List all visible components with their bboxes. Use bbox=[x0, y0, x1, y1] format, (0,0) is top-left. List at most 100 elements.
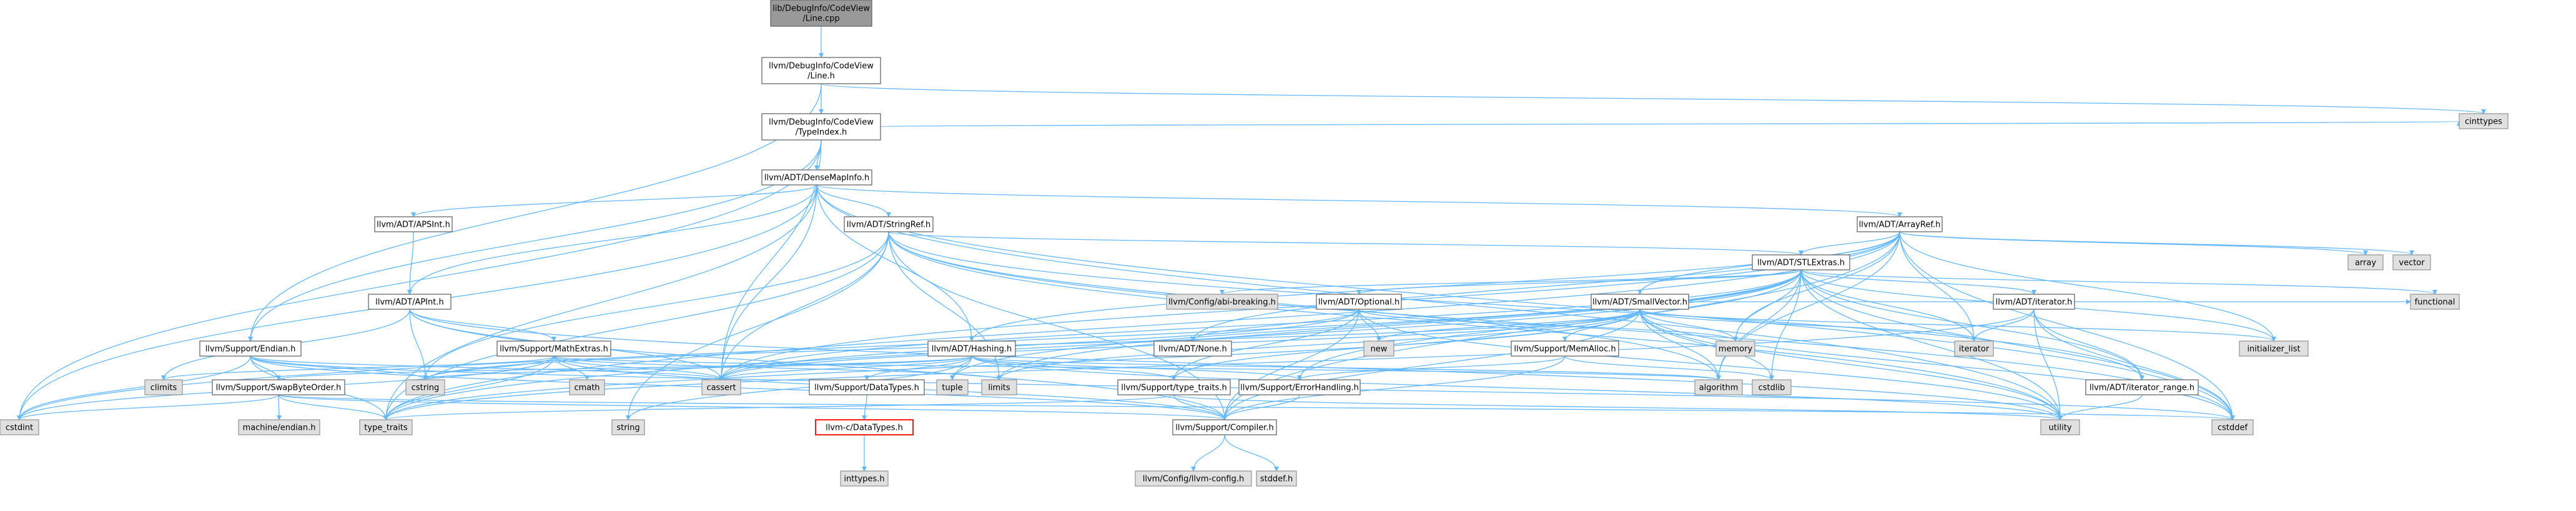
node-label-string: string bbox=[616, 424, 639, 433]
edge-stlextras-to-functional bbox=[1800, 269, 2437, 295]
edge-optional-to-utility bbox=[1358, 309, 2063, 420]
node-label-abibreaking: llvm/Config/abi-breaking.h bbox=[1168, 298, 1276, 307]
node-swapbyteorder[interactable]: llvm/Support/SwapByteOrder.h bbox=[212, 379, 345, 395]
node-line[interactable]: llvm/DebugInfo/CodeView/Line.h bbox=[761, 57, 881, 84]
edge-iteratorh-to-iteratorsys bbox=[1971, 309, 2035, 342]
edge-mathextras-to-cmath bbox=[553, 355, 590, 380]
node-box-abibreaking bbox=[1166, 294, 1278, 310]
node-box-arrayref bbox=[1857, 216, 1943, 232]
node-label-stddef: stddef.h bbox=[1260, 475, 1293, 484]
edge-endian-to-cstring bbox=[250, 355, 428, 380]
node-label-typeindex: llvm/DebugInfo/CodeView bbox=[769, 118, 874, 127]
node-densemapinfo[interactable]: llvm/ADT/DenseMapInfo.h bbox=[761, 169, 872, 186]
node-label-cstdint: cstdint bbox=[6, 424, 33, 433]
node-box-algorithm bbox=[1694, 379, 1743, 395]
node-errorhandling[interactable]: llvm/Support/ErrorHandling.h bbox=[1238, 379, 1361, 395]
node-smallvector[interactable]: llvm/ADT/SmallVector.h bbox=[1591, 294, 1689, 310]
node-apint[interactable]: llvm/ADT/APInt.h bbox=[368, 294, 452, 310]
node-algorithm: algorithm bbox=[1694, 379, 1743, 395]
node-label-memory: memory bbox=[1719, 345, 1753, 354]
edge-densemapinfo-to-apint bbox=[407, 184, 817, 295]
node-stringref[interactable]: llvm/ADT/StringRef.h bbox=[844, 216, 934, 232]
node-box-compiler bbox=[1172, 419, 1277, 435]
node-hashing[interactable]: llvm/ADT/Hashing.h bbox=[927, 340, 1016, 357]
node-label-cstddef: cstddef bbox=[2218, 424, 2248, 433]
node-box-limits bbox=[981, 379, 1017, 395]
node-label-cstdlib: cstdlib bbox=[1759, 384, 1785, 393]
edge-densemapinfo-to-stringref bbox=[816, 184, 891, 217]
node-label-typeindex: /TypeIndex.h bbox=[796, 128, 847, 137]
node-box-cstdint bbox=[0, 419, 39, 435]
node-inttypes: inttypes.h bbox=[840, 470, 889, 487]
node-box-functional bbox=[2410, 294, 2460, 310]
node-utility: utility bbox=[2040, 419, 2080, 435]
node-label-cassert: cassert bbox=[706, 384, 736, 393]
node-arrayref[interactable]: llvm/ADT/ArrayRef.h bbox=[1857, 216, 1943, 232]
edge-stlextras-to-cstddef bbox=[1800, 269, 2235, 420]
node-box-stlextras bbox=[1752, 254, 1850, 270]
node-box-machineendian bbox=[238, 419, 320, 435]
edge-arrayref-to-cstddef bbox=[1899, 231, 2235, 420]
node-box-errorhandling bbox=[1238, 379, 1361, 395]
node-datatypes[interactable]: llvm/Support/DataTypes.h bbox=[809, 379, 925, 395]
node-endian[interactable]: llvm/Support/Endian.h bbox=[199, 340, 302, 357]
node-box-noneh bbox=[1153, 340, 1232, 357]
node-label-mathextras: llvm/Support/MathExtras.h bbox=[500, 345, 608, 354]
node-stddef: stddef.h bbox=[1256, 470, 1297, 487]
node-vector: vector bbox=[2392, 254, 2431, 270]
node-typetraitsh[interactable]: llvm/Support/type_traits.h bbox=[1117, 379, 1231, 395]
node-label-utility: utility bbox=[2049, 424, 2072, 433]
node-typetraits: type_traits bbox=[359, 419, 413, 435]
node-box-cassert bbox=[701, 379, 741, 395]
edge-memallocs-to-errorhandling bbox=[1297, 355, 1566, 380]
node-label-iteratorh: llvm/ADT/iterator.h bbox=[1996, 298, 2073, 307]
edge-smallvector-to-new bbox=[1376, 309, 1641, 342]
edge-typetraitsh-to-typetraits bbox=[383, 394, 1175, 420]
node-stlextras[interactable]: llvm/ADT/STLExtras.h bbox=[1752, 254, 1850, 270]
node-mathextras[interactable]: llvm/Support/MathExtras.h bbox=[496, 340, 611, 357]
edge-memallocs-to-compiler bbox=[1222, 355, 1566, 420]
node-label-tuple: tuple bbox=[942, 384, 962, 393]
node-label-algorithm: algorithm bbox=[1699, 384, 1739, 393]
node-noneh[interactable]: llvm/ADT/None.h bbox=[1153, 340, 1232, 357]
node-memallocs[interactable]: llvm/Support/MemAlloc.h bbox=[1511, 340, 1619, 357]
edge-line-to-cinttypes bbox=[821, 83, 2486, 114]
node-optional[interactable]: llvm/ADT/Optional.h bbox=[1316, 294, 1402, 310]
node-label-apint: llvm/ADT/APInt.h bbox=[375, 298, 443, 307]
edge-apsint-to-apint bbox=[407, 231, 414, 295]
edge-arrayref-to-cassert bbox=[719, 231, 1900, 380]
edge-typeindex-to-cinttypes bbox=[880, 121, 2460, 127]
node-llvmcdatatypes[interactable]: llvm-c/DataTypes.h bbox=[815, 419, 914, 435]
node-box-stringref bbox=[844, 216, 934, 232]
edge-arrayref-to-algorithm bbox=[1716, 231, 1900, 380]
edge-compiler-to-stddef bbox=[1224, 434, 1279, 472]
node-apsint[interactable]: llvm/ADT/APSInt.h bbox=[374, 216, 453, 232]
edge-densemapinfo-to-apsint bbox=[411, 184, 817, 217]
edge-hashing-to-datatypes bbox=[864, 355, 972, 380]
edge-smallvector-to-cstdlib bbox=[1639, 309, 1774, 380]
edge-hashing-to-tuple bbox=[950, 355, 972, 380]
node-climits: climits bbox=[144, 379, 183, 395]
edge-apint-to-mathextras bbox=[409, 309, 556, 342]
node-cmath: cmath bbox=[569, 379, 605, 395]
edge-apint-to-cstring bbox=[409, 309, 428, 380]
node-box-typetraits bbox=[359, 419, 413, 435]
edge-stringref-to-stlextras bbox=[888, 231, 1804, 255]
node-box-iteratorsys bbox=[1954, 340, 1994, 357]
edge-smallvector-to-algorithm bbox=[1639, 309, 1721, 380]
node-label-inttypes: inttypes.h bbox=[844, 475, 884, 484]
node-iteratorh[interactable]: llvm/ADT/iterator.h bbox=[1993, 294, 2075, 310]
node-typeindex[interactable]: llvm/DebugInfo/CodeView/TypeIndex.h bbox=[761, 113, 881, 141]
node-box-swapbyteorder bbox=[212, 379, 345, 395]
edge-iteratorh-to-iterrange bbox=[2033, 309, 2144, 380]
node-box-mathextras bbox=[496, 340, 611, 357]
edge-stlextras-to-limits bbox=[997, 269, 1802, 380]
edge-mathextras-to-limits bbox=[553, 355, 1002, 380]
edge-line-to-endian bbox=[248, 83, 822, 342]
node-box-memory bbox=[1715, 340, 1755, 357]
node-box-iterrange bbox=[2085, 379, 2199, 395]
node-label-vector: vector bbox=[2399, 259, 2425, 268]
node-compiler[interactable]: llvm/Support/Compiler.h bbox=[1172, 419, 1277, 435]
node-iterrange[interactable]: llvm/ADT/iterator_range.h bbox=[2085, 379, 2199, 395]
node-string: string bbox=[611, 419, 645, 435]
